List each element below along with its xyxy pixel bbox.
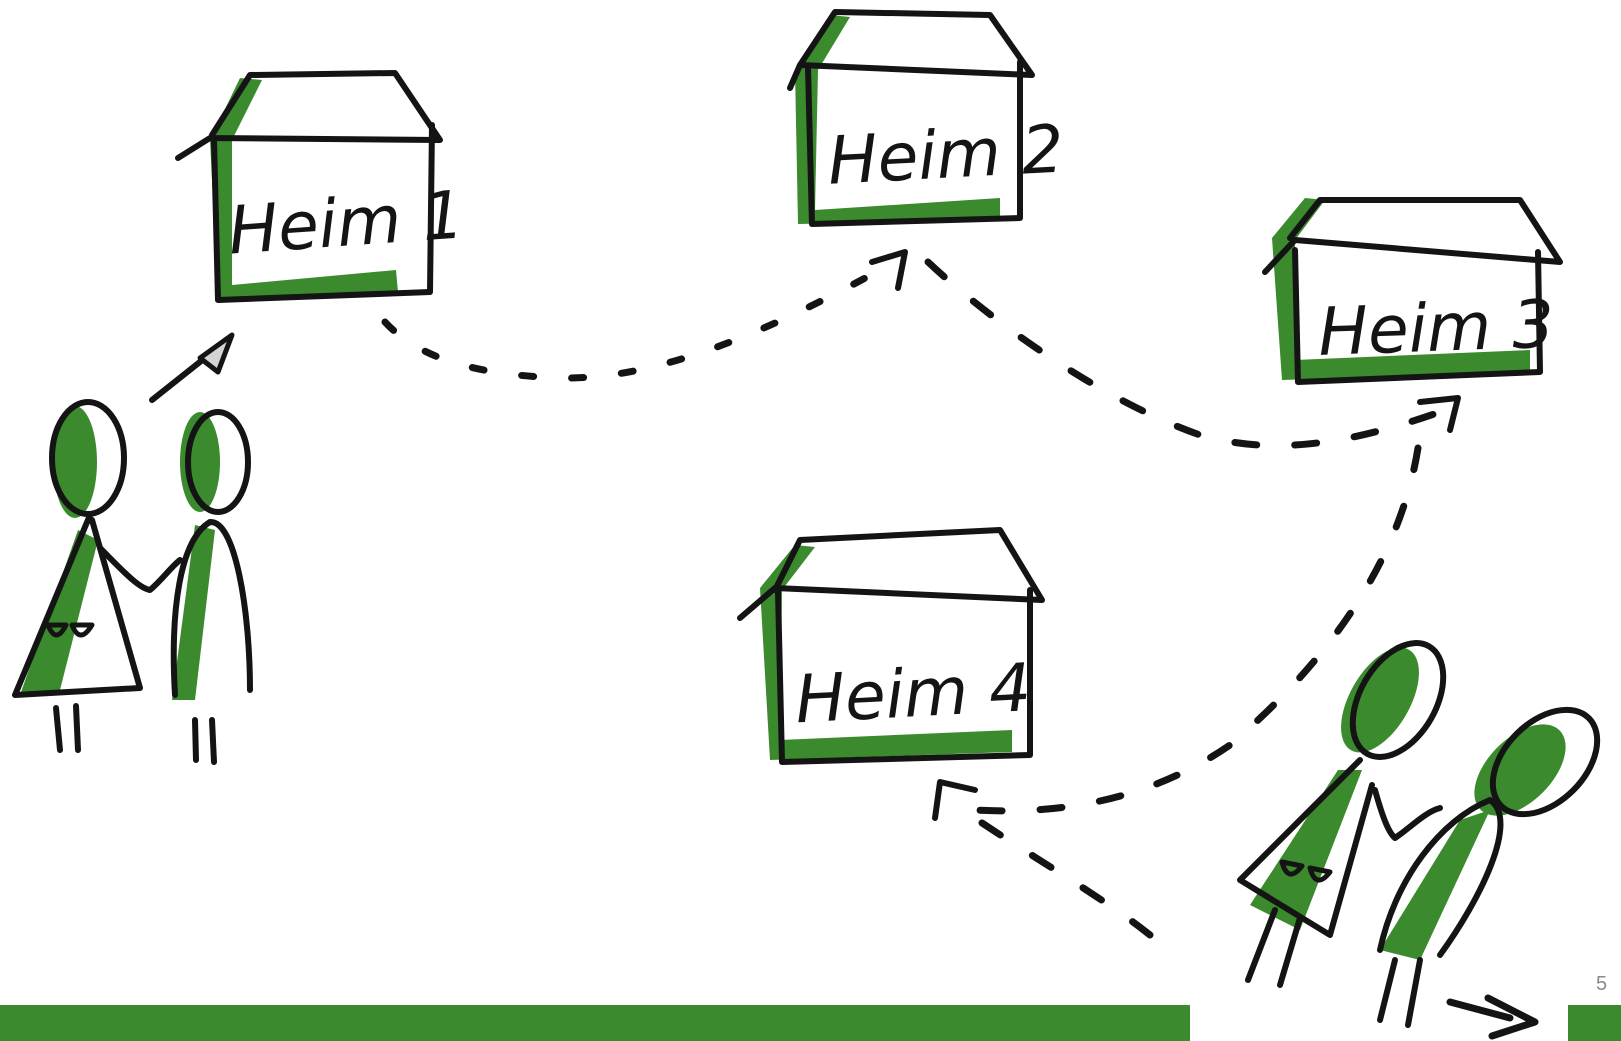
footer-bar-right [1568, 1005, 1621, 1041]
dashed-path-couple-heim4 [956, 804, 1154, 939]
house-heim-4: Heim 4 [737, 527, 1045, 765]
arrowhead-heim-2 [869, 249, 908, 291]
footer-bar [0, 1005, 1190, 1041]
dashed-path-heim3-heim4 [971, 444, 1422, 815]
arrowhead-heim-3 [1417, 395, 1461, 433]
heim-4-label: Heim 4 [793, 649, 1033, 738]
arrowhead-heim-4 [932, 779, 978, 821]
arrow-to-heim-1 [149, 332, 235, 403]
house-heim-2: Heim 2 [787, 9, 1066, 227]
heim-1-label: Heim 1 [226, 176, 467, 269]
couple-right [1237, 640, 1601, 1028]
house-heim-3: Heim 3 [1262, 197, 1563, 385]
dashed-path-heim1-heim2 [381, 266, 884, 382]
heim-3-label: Heim 3 [1317, 286, 1555, 371]
dashed-path-heim2-heim3 [924, 258, 1444, 449]
page-number: 5 [1596, 973, 1607, 995]
couple-left [12, 399, 253, 765]
house-heim-1: Heim 1 [175, 70, 467, 303]
exit-arrow [1446, 994, 1539, 1040]
heim-2-label: Heim 2 [826, 110, 1066, 199]
